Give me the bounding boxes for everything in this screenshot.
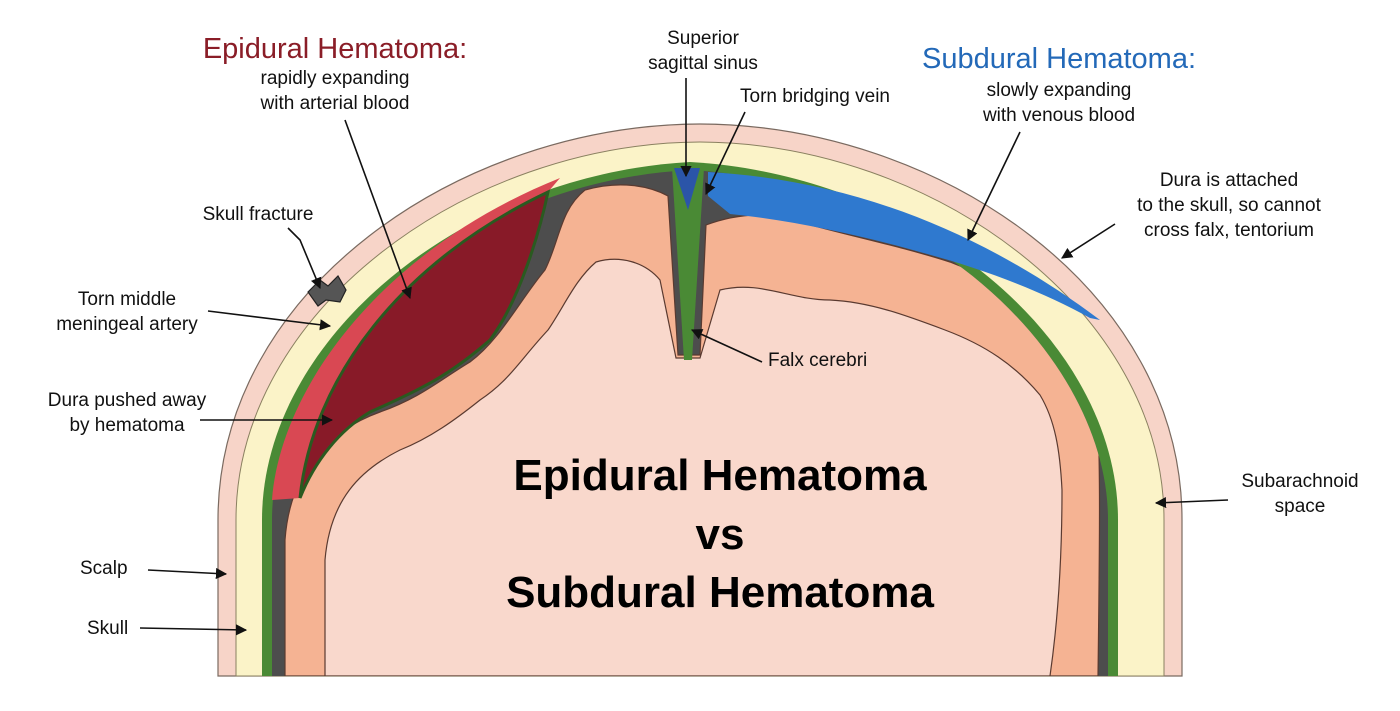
- epidural-desc-line2: with arterial blood: [260, 93, 410, 114]
- label-sinus-line2: sagittal sinus: [648, 53, 758, 74]
- arrow-falx: [690, 329, 763, 363]
- falx-cerebri: [672, 168, 704, 360]
- subdural-heading: Subdural Hematoma:: [922, 43, 1196, 75]
- label-artery-line2: meningeal artery: [56, 314, 198, 335]
- label-bridging-vein: Torn bridging vein: [740, 86, 890, 107]
- label-dura-line2: to the skull, so cannot: [1137, 195, 1321, 216]
- label-artery-line1: Torn middle: [78, 289, 176, 310]
- arrow-epidural: [344, 119, 412, 300]
- title-line1: Epidural Hematoma: [513, 451, 927, 500]
- superior-sagittal-sinus: [674, 168, 700, 210]
- label-dura-line1: Dura is attached: [1160, 170, 1298, 191]
- arrow-bridging-vein: [705, 111, 746, 196]
- label-subarachnoid-line2: space: [1275, 496, 1326, 517]
- brain-core: [324, 258, 1063, 676]
- arrow-subarachnoid: [1154, 496, 1229, 509]
- label-skull-fracture: Skull fracture: [203, 204, 314, 225]
- title-line3: Subdural Hematoma: [506, 568, 934, 617]
- label-sinus-line1: Superior: [667, 28, 739, 49]
- arrow-skull-fracture: [287, 227, 322, 290]
- epidural-heading: Epidural Hematoma:: [203, 33, 467, 65]
- subdural-desc-line1: slowly expanding: [987, 80, 1132, 101]
- arrow-subdural: [967, 131, 1021, 242]
- arrow-meningeal-artery: [207, 310, 332, 331]
- subdural-hematoma: [708, 172, 1100, 320]
- title-line2: vs: [696, 510, 745, 559]
- arrow-skull: [139, 624, 248, 636]
- epidural-hematoma: [298, 189, 551, 499]
- label-dura-pushed-line1: Dura pushed away: [48, 390, 207, 411]
- epidural-desc-line1: rapidly expanding: [261, 68, 410, 89]
- epidural-dura-edge: [272, 178, 560, 500]
- label-dura-pushed-line2: by hematoma: [69, 415, 185, 436]
- label-subarachnoid-line1: Subarachnoid: [1241, 471, 1358, 492]
- subdural-desc-line2: with venous blood: [982, 105, 1135, 126]
- arrow-scalp: [147, 567, 228, 580]
- label-skull: Skull: [87, 618, 128, 639]
- label-scalp: Scalp: [80, 558, 128, 579]
- label-falx: Falx cerebri: [768, 350, 867, 371]
- arrow-dura-attached: [1061, 223, 1116, 259]
- label-dura-line3: cross falx, tentorium: [1144, 220, 1314, 241]
